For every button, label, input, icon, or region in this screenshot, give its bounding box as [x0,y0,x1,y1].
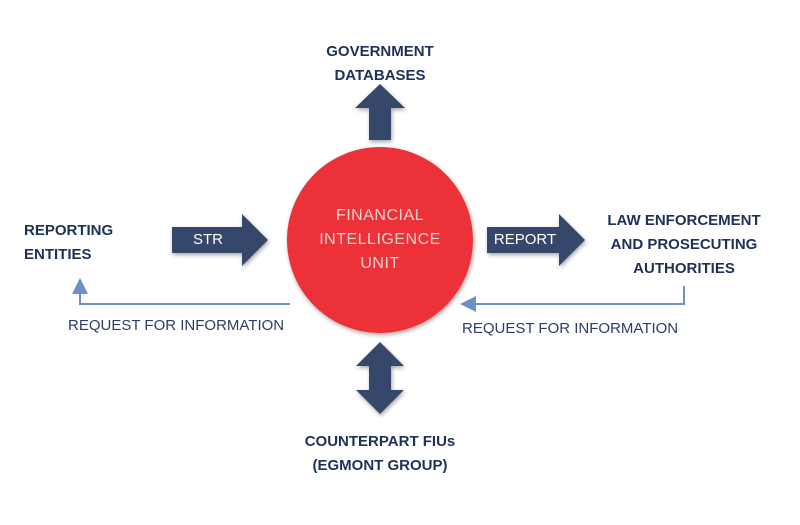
top-line-2: DATABASES [334,67,426,84]
law-enforcement-label: LAW ENFORCEMENT AND PROSECUTING AUTHORIT… [586,209,782,281]
left-line-2: ENTITIES [24,246,92,263]
bottom-line-2: (EGMONT GROUP) [312,457,448,474]
left-feedback-line [72,278,290,305]
up-arrow [355,84,405,140]
reporting-entities-label: REPORTING ENTITIES [24,219,156,267]
fiu-label: FINANCIAL INTELLIGENCE UNIT [300,204,460,276]
left-request-label: REQUEST FOR INFORMATION [68,317,285,334]
center-line-2: INTELLIGENCE [319,231,441,248]
right-request-label: REQUEST FOR INFORMATION [462,320,679,337]
right-line-3: AUTHORITIES [633,260,735,277]
str-arrow [172,214,268,266]
right-line-2: AND PROSECUTING [610,236,758,253]
report-label: REPORT [493,231,557,248]
bottom-line-1: COUNTERPART FIUs [304,433,456,450]
double-arrow [356,342,404,414]
counterpart-fius-label: COUNTERPART FIUs (EGMONT GROUP) [270,430,490,478]
center-line-3: UNIT [360,255,400,272]
str-label: STR [193,231,223,248]
top-line-1: GOVERNMENT [326,43,434,60]
right-line-1: LAW ENFORCEMENT [607,212,761,229]
left-line-1: REPORTING [24,222,114,239]
center-line-1: FINANCIAL [335,207,425,224]
fiu-circle [287,147,473,333]
right-feedback-line [460,286,685,312]
report-arrow [487,214,585,266]
government-databases-label: GOVERNMENT DATABASES [290,40,470,88]
